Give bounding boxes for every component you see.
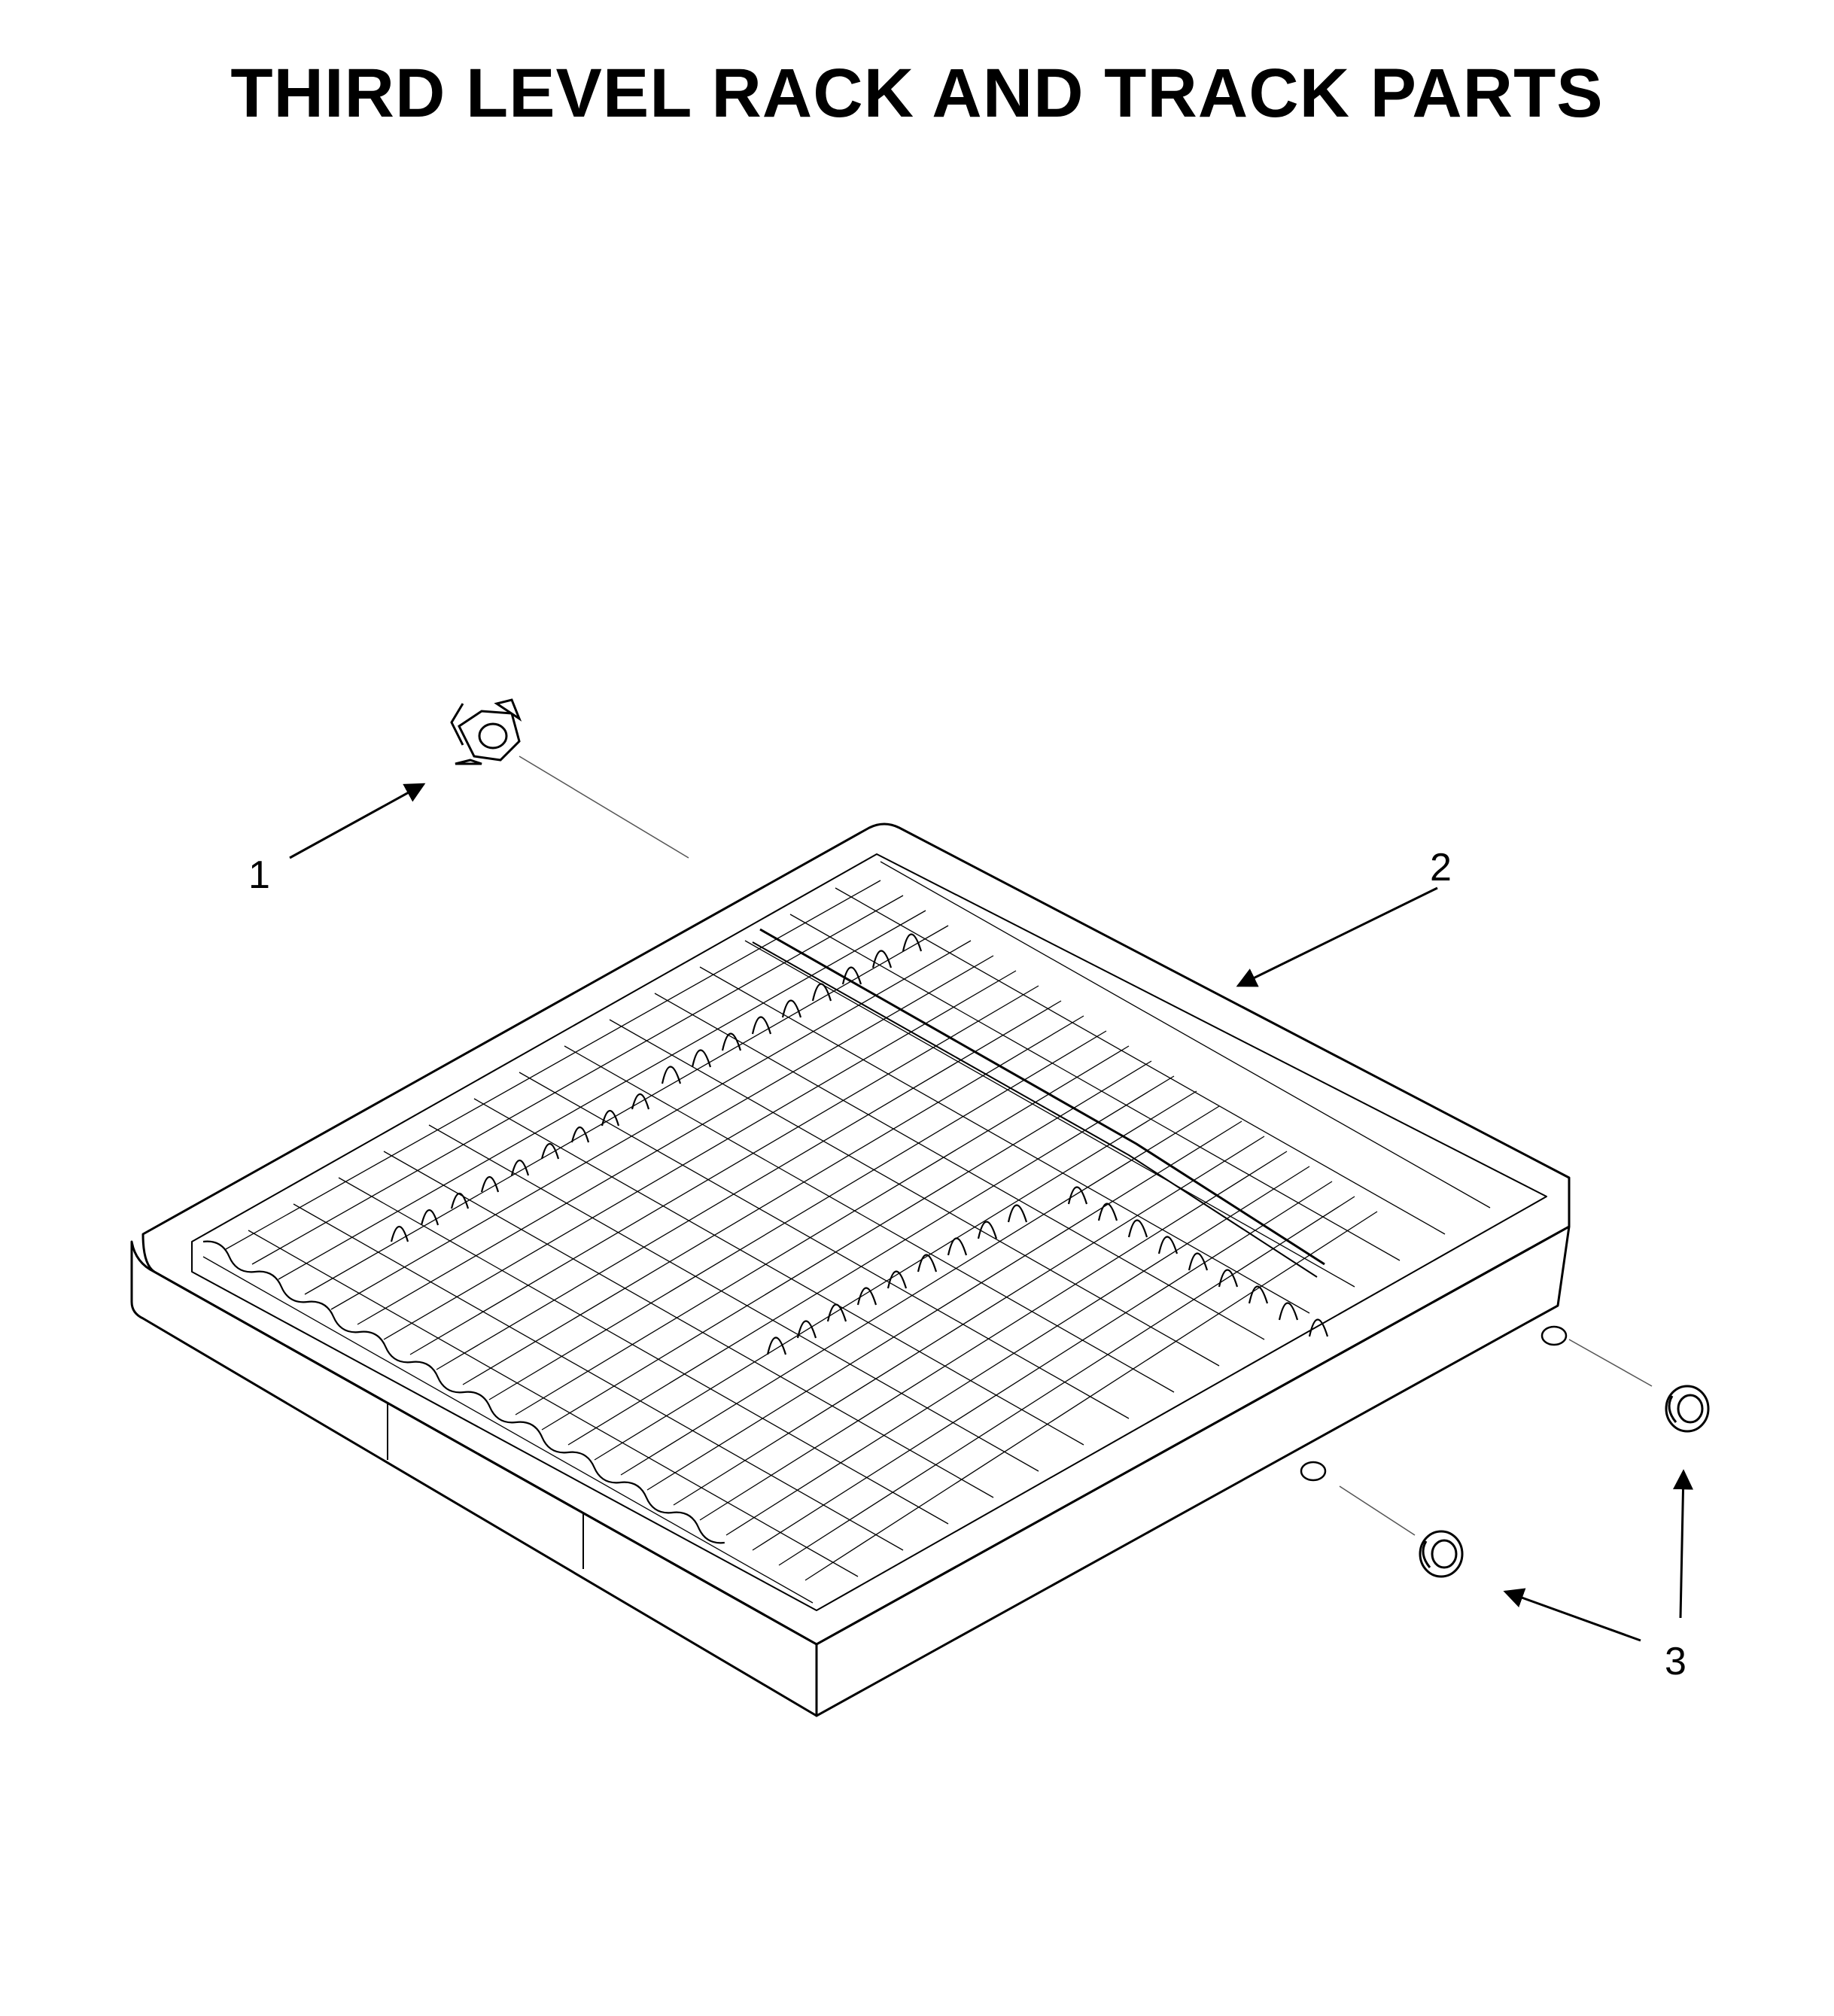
- rack-tines: [390, 933, 1329, 1355]
- rack-wheel-mount: [1300, 1325, 1568, 1482]
- page-title: THIRD LEVEL RACK AND TRACK PARTS: [230, 55, 1604, 132]
- callout-arrows: [289, 783, 1693, 1642]
- callout-label-1: 1: [248, 853, 270, 897]
- rack-wheel-part-upper: [1665, 1385, 1710, 1433]
- callout-arrow-1: [289, 783, 426, 859]
- callout-arrow-3a: [1673, 1469, 1693, 1619]
- callout-arrow-2: [1236, 886, 1438, 987]
- callout-label-3: 3: [1665, 1640, 1686, 1683]
- callout-label-2: 2: [1430, 846, 1452, 889]
- track-clip-part: [450, 698, 522, 765]
- rack-wheel-part-lower: [1419, 1530, 1464, 1578]
- rack-divider-shadow: [752, 941, 1318, 1278]
- rack-frame-top: [141, 823, 1571, 1646]
- callout-arrow-3b: [1503, 1588, 1641, 1642]
- rack-wavy-wire: [202, 1240, 725, 1544]
- rack-frame-inner-rim: [191, 853, 1547, 1611]
- rack-front-wall-right: [815, 1225, 1571, 1717]
- rack-wire-grid: [202, 861, 1491, 1604]
- third-level-rack: [130, 823, 1571, 1717]
- leader-lines: [519, 756, 1653, 1536]
- rack-front-wall-left: [130, 1240, 818, 1717]
- rack-divider: [759, 928, 1325, 1266]
